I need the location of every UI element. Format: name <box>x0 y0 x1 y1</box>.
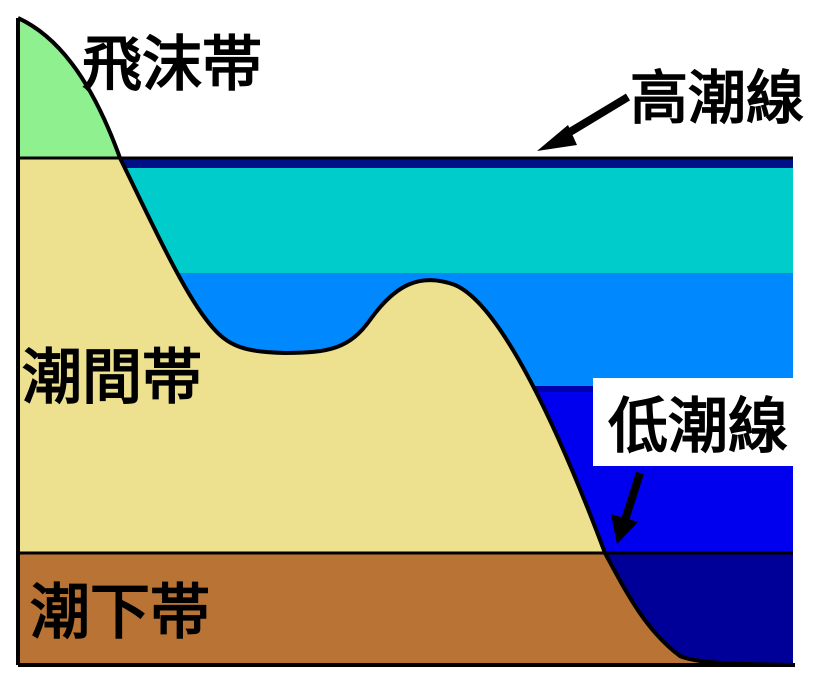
splash-zone-label: 飛沫帯 <box>82 30 262 100</box>
low-tide-label-bg <box>593 378 800 466</box>
high-tide-label-bg <box>610 70 816 145</box>
splash-zone-fill <box>18 18 120 158</box>
intertidal-sand <box>18 158 605 553</box>
low-tide-arrow-icon <box>611 471 644 544</box>
shore-profile-outline <box>17 16 796 667</box>
high-tide-band <box>18 158 793 168</box>
intertidal-zone-label: 潮間帯 <box>22 343 202 413</box>
high-tide-arrow-icon <box>537 93 631 151</box>
subtidal-zone-label: 潮下帯 <box>30 578 210 648</box>
subtidal-ground <box>18 553 700 663</box>
low-tide-line-label: 低潮線 <box>608 392 788 462</box>
high-tide-line-label: 高潮線 <box>630 64 804 132</box>
